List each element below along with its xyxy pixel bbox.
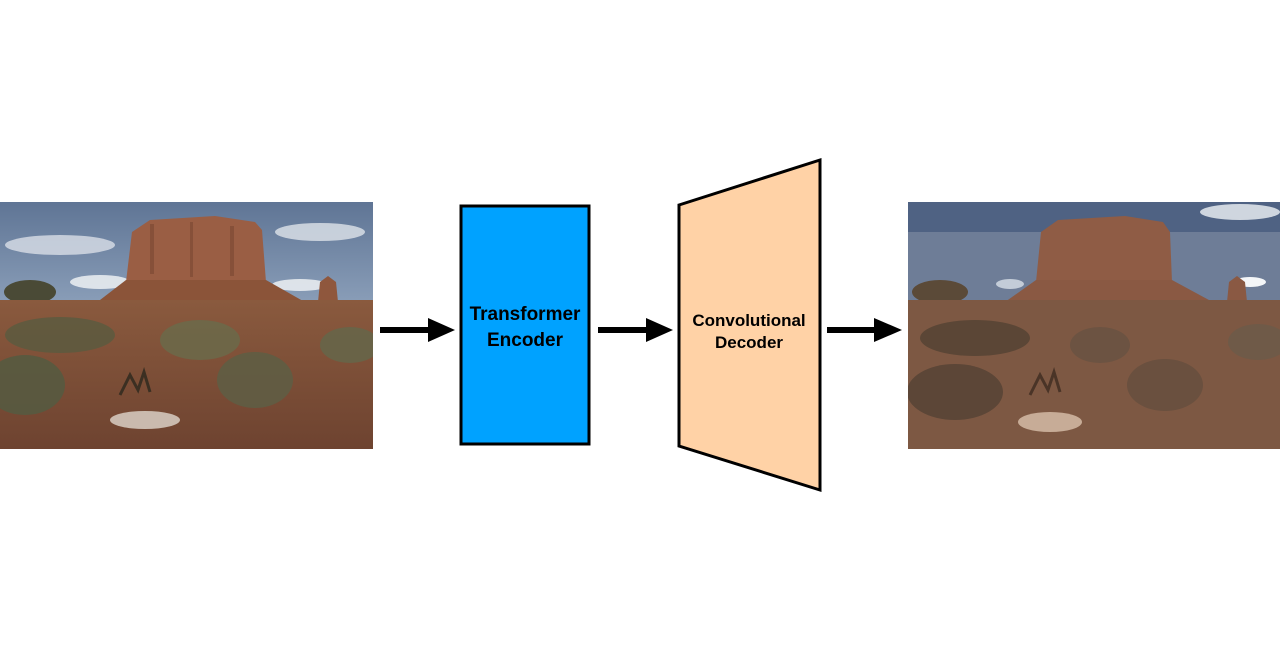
arrow-encoder-to-decoder (598, 318, 673, 342)
convolutional-decoder-block: Convolutional Decoder (677, 157, 822, 493)
arrow-input-to-encoder (380, 318, 455, 342)
arrow-decoder-to-output (827, 318, 902, 342)
decoder-label-line1: Convolutional (692, 311, 805, 330)
encoder-label-line1: Transformer (470, 304, 581, 325)
input-image (0, 202, 373, 449)
transformer-encoder-block: Transformer Encoder (459, 204, 591, 446)
decoder-label-line2: Decoder (715, 333, 783, 352)
output-image (908, 202, 1280, 449)
encoder-label-line2: Encoder (487, 330, 564, 351)
